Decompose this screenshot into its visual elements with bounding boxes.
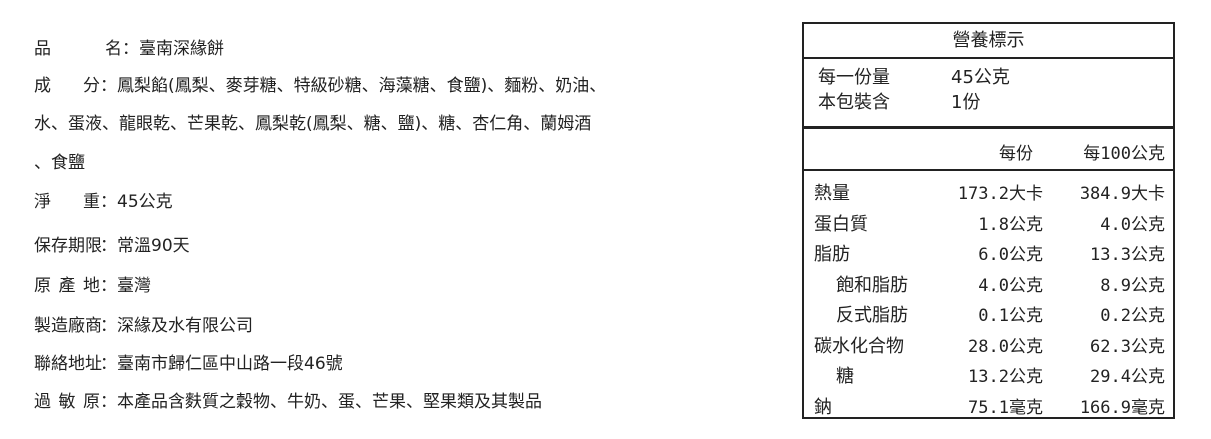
info-manufacturer: 製造廠商：深緣及水有限公司 xyxy=(34,311,253,336)
per-100g-value: 166.9毫克 xyxy=(1079,397,1165,418)
info-allergens: 過敏原：本產品含麩質之穀物、牛奶、蛋、芒果、堅果類及其製品 xyxy=(34,387,542,412)
info-ingredients: 成分：鳳梨餡(鳳梨、麥芽糖、特級砂糖、海藻糖、食鹽)、麵粉、奶油、 xyxy=(34,71,606,96)
per-100g-value: 62.3公克 xyxy=(1090,336,1165,357)
sep: ： xyxy=(100,76,117,96)
nutrition-row: 碳水化合物 28.0公克 62.3公克 xyxy=(804,326,1173,357)
nutrient-name: 蛋白質 xyxy=(814,213,868,235)
value: 45公克 xyxy=(117,192,173,212)
label: 製造廠商 xyxy=(34,316,102,336)
per-serving-value: 75.1毫克 xyxy=(968,397,1043,418)
per-100g-value: 4.0公克 xyxy=(1100,214,1165,235)
per-serving-value: 4.0公克 xyxy=(978,275,1043,296)
label: 保存期限 xyxy=(34,236,102,256)
per-100g-value: 384.9大卡 xyxy=(1079,184,1165,204)
col-per-100g: 每100公克 xyxy=(1083,144,1165,164)
per-serving-value: 28.0公克 xyxy=(968,336,1043,357)
column-headers: 每份 每100公克 xyxy=(804,129,1173,171)
serving-label: 每一份量 xyxy=(818,67,890,88)
nutrient-name: 碳水化合物 xyxy=(814,335,904,357)
value: 深緣及水有限公司 xyxy=(117,316,253,336)
info-ingredients-cont: 水、蛋液、龍眼乾、芒果乾、鳳梨乾(鳳梨、糖、鹽)、糖、杏仁角、蘭姆酒 xyxy=(34,114,592,134)
value: 臺南市歸仁區中山路一段46號 xyxy=(117,354,343,374)
nutrition-row: 蛋白質 1.8公克 4.0公克 xyxy=(804,204,1173,235)
sep: ： xyxy=(100,316,117,336)
nutrition-facts-table: 營養標示 每一份量 45公克 本包裝含 1份 每份 每100公克 熱量 173.2大卡… xyxy=(802,22,1175,419)
nutrient-name: 飽和脂肪 xyxy=(836,274,908,296)
nutrient-name: 反式脂肪 xyxy=(836,305,908,326)
per-serving-value: 13.2公克 xyxy=(968,367,1043,387)
sep: ： xyxy=(100,276,117,296)
nutrition-row: 反式脂肪 0.1公克 0.2公克 xyxy=(804,295,1173,326)
value: 常溫90天 xyxy=(117,236,190,256)
sep: ： xyxy=(122,39,139,59)
label: 成分 xyxy=(34,76,100,96)
per-serving-value: 1.8公克 xyxy=(978,214,1043,235)
per-100g-value: 8.9公克 xyxy=(1100,275,1165,296)
nutrition-row: 脂肪 6.0公克 13.3公克 xyxy=(804,234,1173,265)
per-100g-value: 13.3公克 xyxy=(1090,245,1165,265)
serving-value: 45公克 xyxy=(951,67,1010,88)
nutrient-name: 脂肪 xyxy=(814,244,850,265)
info-name: 品名：臺南深緣餅 xyxy=(34,34,224,59)
value: 臺南深緣餅 xyxy=(139,39,224,59)
value: 本產品含麩質之穀物、牛奶、蛋、芒果、堅果類及其製品 xyxy=(117,392,542,412)
sep: ： xyxy=(100,354,117,374)
label: 聯絡地址 xyxy=(34,354,102,374)
nutrition-row: 鈉 75.1毫克 166.9毫克 xyxy=(804,387,1173,418)
label: 淨重 xyxy=(34,192,100,212)
sep: ： xyxy=(100,192,117,212)
nutrition-title: 營養標示 xyxy=(804,24,1173,59)
value: 鳳梨餡(鳳梨、麥芽糖、特級砂糖、海藻糖、食鹽)、麵粉、奶油、 xyxy=(117,76,607,96)
per-100g-value: 29.4公克 xyxy=(1090,367,1165,387)
pack-value: 1份 xyxy=(951,92,981,113)
value: 臺灣 xyxy=(117,276,151,296)
info-origin: 原產地：臺灣 xyxy=(34,271,151,296)
per-serving-value: 173.2大卡 xyxy=(957,184,1043,204)
per-serving-value: 6.0公克 xyxy=(978,245,1043,265)
info-address: 聯絡地址：臺南市歸仁區中山路一段46號 xyxy=(34,349,343,374)
serving-info: 每一份量 45公克 本包裝含 1份 xyxy=(804,59,1173,129)
nutrition-row: 飽和脂肪 4.0公克 8.9公克 xyxy=(804,265,1173,296)
info-shelf-life: 保存期限：常溫90天 xyxy=(34,231,190,256)
nutrient-name: 鈉 xyxy=(814,396,832,418)
info-ingredients-cont: 、食鹽 xyxy=(34,153,85,173)
nutrition-row: 糖 13.2公克 29.4公克 xyxy=(804,356,1173,387)
label: 原產地 xyxy=(34,276,100,296)
col-per-serving: 每份 xyxy=(999,144,1033,164)
sep: ： xyxy=(100,392,117,412)
label: 過敏原 xyxy=(34,392,100,412)
nutrient-name: 熱量 xyxy=(814,183,850,204)
per-100g-value: 0.2公克 xyxy=(1100,306,1165,326)
per-serving-value: 0.1公克 xyxy=(978,306,1043,326)
info-weight: 淨重：45公克 xyxy=(34,187,173,212)
label: 品名 xyxy=(34,39,122,59)
nutrient-name: 糖 xyxy=(836,366,854,387)
sep: ： xyxy=(100,236,117,256)
nutrition-row: 熱量 173.2大卡 384.9大卡 xyxy=(804,173,1173,204)
pack-label: 本包裝含 xyxy=(818,92,890,113)
